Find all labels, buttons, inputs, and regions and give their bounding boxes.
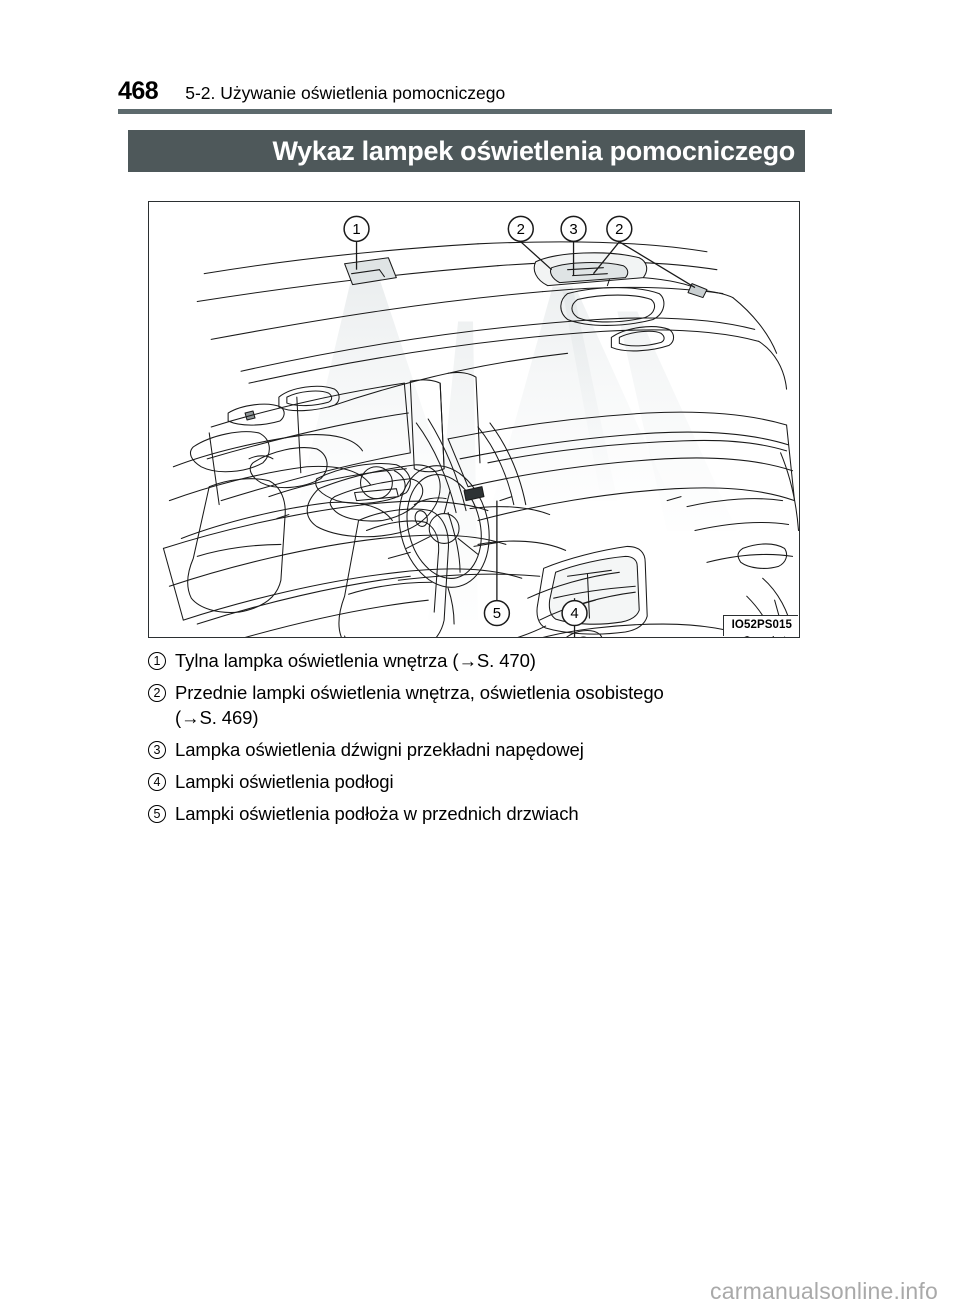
legend-marker-1: 1	[148, 652, 166, 670]
figure-illustration: 1 2 3 2 5 4 IO52PS015	[148, 201, 800, 638]
legend-text-1: Tylna lampka oświetlenia wnętrza (→S. 47…	[175, 650, 536, 671]
callout-2-left: 2	[507, 215, 534, 243]
legend-list: 1 Tylna lampka oświetlenia wnętrza (→S. …	[148, 648, 828, 833]
list-item: 1 Tylna lampka oświetlenia wnętrza (→S. …	[148, 648, 828, 673]
page-header: 468 5-2. Używanie oświetlenia pomocnicze…	[0, 70, 960, 104]
legend-text-2: Przednie lampki oświetlenia wnętrza, ośw…	[175, 682, 664, 703]
legend-marker-2: 2	[148, 684, 166, 702]
legend-marker-5: 5	[148, 805, 166, 823]
list-item: 3 Lampka oświetlenia dźwigni przekładni …	[148, 737, 828, 762]
page-number: 468	[118, 77, 159, 105]
figure-callouts: 1 2 3 2 5 4	[343, 215, 633, 627]
list-item: 4 Lampki oświetlenia podłogi	[148, 769, 828, 794]
car-interior-diagram: 1 2 3 2 5 4	[162, 215, 799, 637]
list-item: 2 Przednie lampki oświetlenia wnętrza, o…	[148, 680, 828, 730]
legend-marker-4: 4	[148, 773, 166, 791]
legend-text-4: Lampki oświetlenia podłogi	[175, 771, 394, 792]
legend-text-5: Lampki oświetlenia podłoża w przednich d…	[175, 803, 579, 824]
svg-text:4: 4	[570, 605, 578, 622]
figure-code: IO52PS015	[722, 614, 798, 636]
legend-text-3: Lampka oświetlenia dźwigni przekładni na…	[175, 739, 584, 760]
callout-3: 3	[560, 215, 587, 243]
list-item: 5 Lampki oświetlenia podłoża w przednich…	[148, 801, 828, 826]
legend-subtext-2: (→S. 469)	[175, 707, 259, 728]
header-rule	[118, 109, 832, 114]
svg-text:5: 5	[493, 605, 501, 622]
section-banner: Wykaz lampek oświetlenia pomocniczego	[128, 130, 805, 172]
section-breadcrumb: 5-2. Używanie oświetlenia pomocniczego	[185, 82, 506, 103]
footer-watermark: carmanualsonline.info	[710, 1278, 938, 1304]
svg-text:2: 2	[615, 221, 623, 238]
callout-1: 1	[343, 215, 370, 243]
legend-marker-3: 3	[148, 741, 166, 759]
callout-4: 4	[561, 599, 588, 627]
section-banner-title: Wykaz lampek oświetlenia pomocniczego	[272, 135, 795, 166]
svg-text:2: 2	[517, 221, 525, 238]
callout-2-right: 2	[606, 215, 633, 243]
svg-text:1: 1	[352, 221, 360, 238]
svg-text:3: 3	[569, 221, 577, 238]
callout-5: 5	[483, 599, 511, 627]
